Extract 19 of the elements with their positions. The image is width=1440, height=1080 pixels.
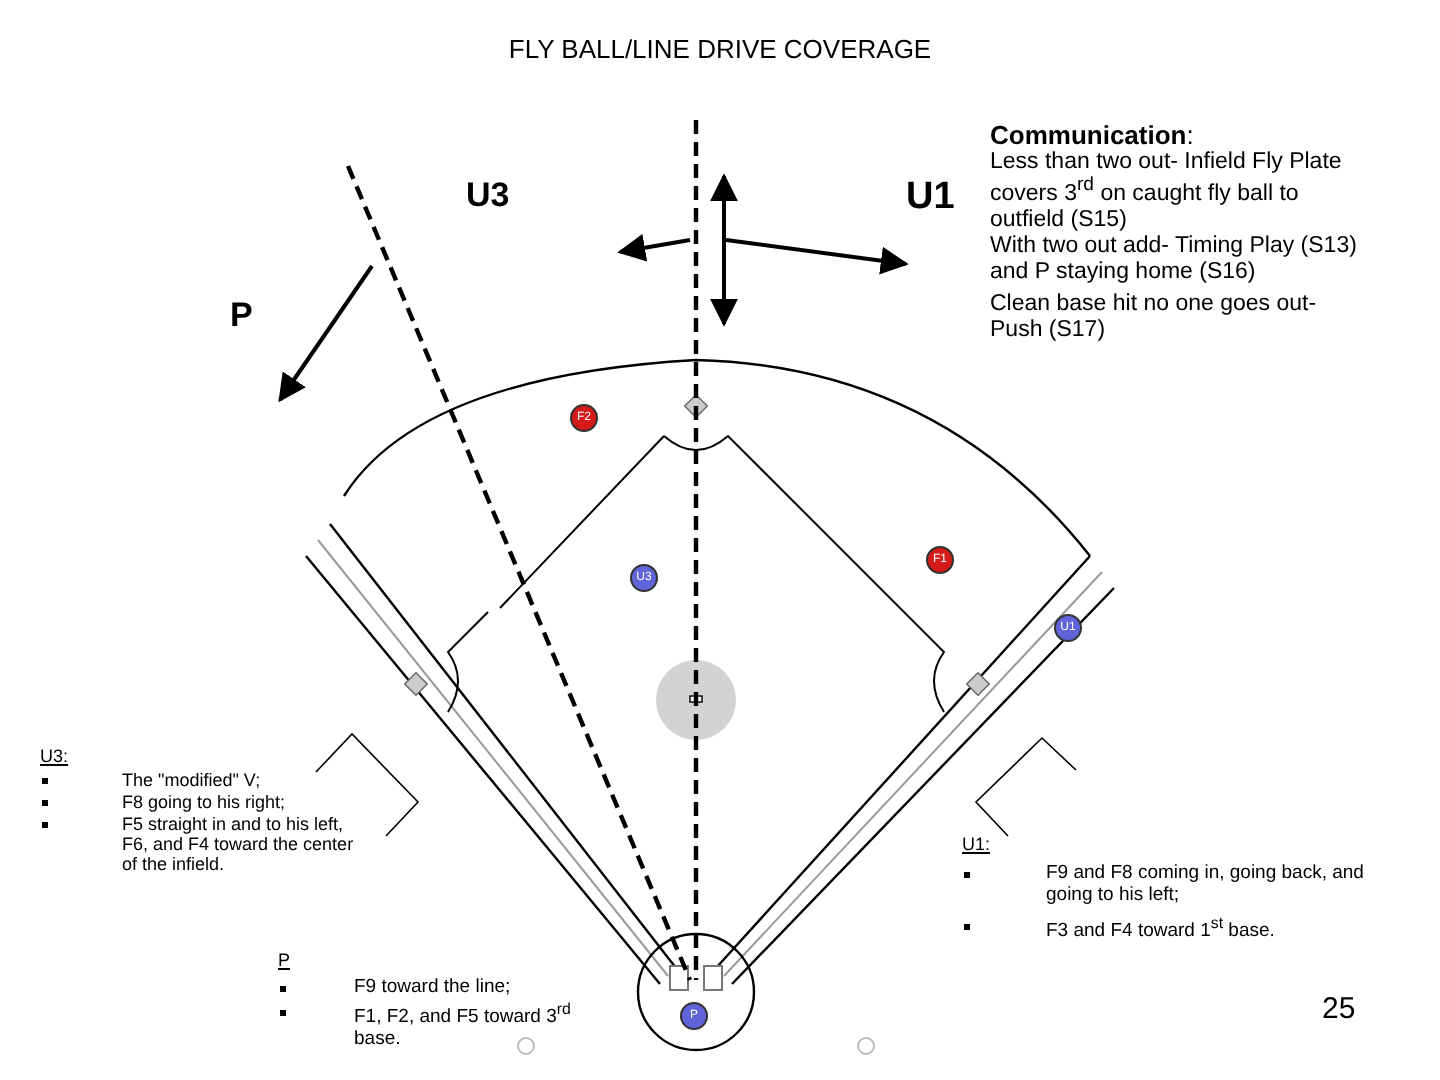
- umpire-label: P: [230, 296, 253, 335]
- section-heading: P: [278, 950, 291, 971]
- communication-heading: Communication:: [990, 122, 1194, 151]
- bullet-text: F1, F2, and F5 toward 3$^{rd}$ base.: [354, 1002, 573, 1051]
- bullet-text: F8 going to his right;: [122, 792, 288, 813]
- page-number: 25: [1322, 994, 1356, 1028]
- title: FLY BALL/LINE DRIVE COVERAGE: [506, 36, 934, 66]
- bullet-text: F5 straight in and to his left, F6, and F4 toward the center of the infield.: [122, 814, 356, 875]
- communication-text: With two out add- Timing Play (S13) and P staying home (S16): [990, 234, 1359, 286]
- communication-text: Less than two out- Infield Fly Plate covers 3$^{rd}$ on caught fly ball to outfield (S15): [990, 150, 1344, 233]
- section-heading: U1:: [962, 834, 991, 855]
- umpire-label: U1: [906, 176, 955, 219]
- bullet-text: F9 toward the line;: [354, 978, 513, 1000]
- bullet-text: F3 and F4 toward 1$^{st}$ base.: [1046, 916, 1277, 944]
- bullet-text: The "modified" V;: [122, 770, 263, 791]
- communication-text: Clean base hit no one goes out- Push (S17): [990, 292, 1319, 344]
- section-heading: U3:: [40, 746, 69, 767]
- bullet-text: F9 and F8 coming in, going back, and going to his left;: [1046, 864, 1366, 907]
- umpire-label: U3: [466, 176, 510, 215]
